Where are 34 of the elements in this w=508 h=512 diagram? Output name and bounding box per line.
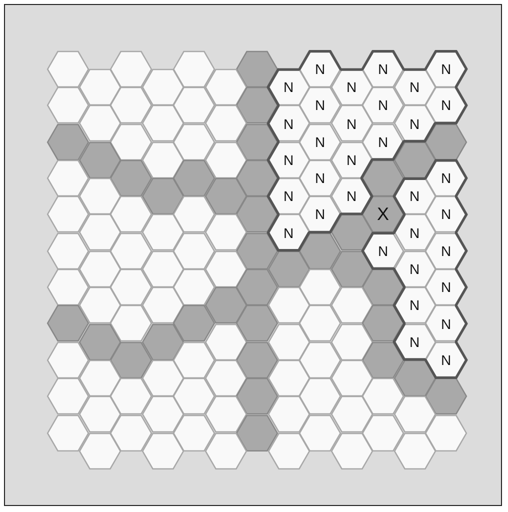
tile-letter: N — [284, 152, 294, 168]
tile-letter: N — [346, 79, 357, 96]
tile-letter: N — [410, 334, 420, 350]
tile-letter: N — [378, 242, 388, 259]
tile-letter: N — [284, 188, 294, 204]
tile-letter: N — [315, 170, 326, 186]
tile-letter: N — [410, 116, 420, 132]
tile-letter: N — [378, 97, 388, 114]
tile-letter: N — [284, 116, 294, 132]
tile-letter: X — [377, 206, 390, 222]
tile-letter: N — [410, 188, 420, 204]
tile-letter: N — [315, 206, 326, 222]
tile-letter: N — [315, 134, 326, 150]
tile-letter: N — [378, 134, 388, 150]
tile-letter: N — [284, 224, 294, 241]
tile-letter: N — [410, 224, 420, 241]
tile-letter: N — [315, 97, 326, 114]
tile-letter: N — [410, 297, 420, 314]
tile-letter: N — [315, 60, 326, 77]
tile-letter: N — [346, 116, 357, 132]
tile-letter: N — [410, 79, 420, 96]
tile-letter: N — [346, 152, 357, 168]
tile-letter: N — [441, 352, 452, 368]
tile-letter: N — [410, 261, 420, 278]
tile-letter: N — [346, 188, 357, 204]
tile-letter: N — [441, 60, 452, 77]
tile-letter: N — [441, 206, 452, 222]
tile-letter: N — [284, 79, 294, 96]
tile-letter: N — [378, 60, 388, 77]
tile-letter: N — [441, 279, 452, 296]
tile-letter: N — [441, 170, 452, 186]
tile-letter: N — [441, 97, 452, 114]
tile-letter: N — [441, 242, 452, 259]
tile-letter: N — [441, 316, 452, 332]
